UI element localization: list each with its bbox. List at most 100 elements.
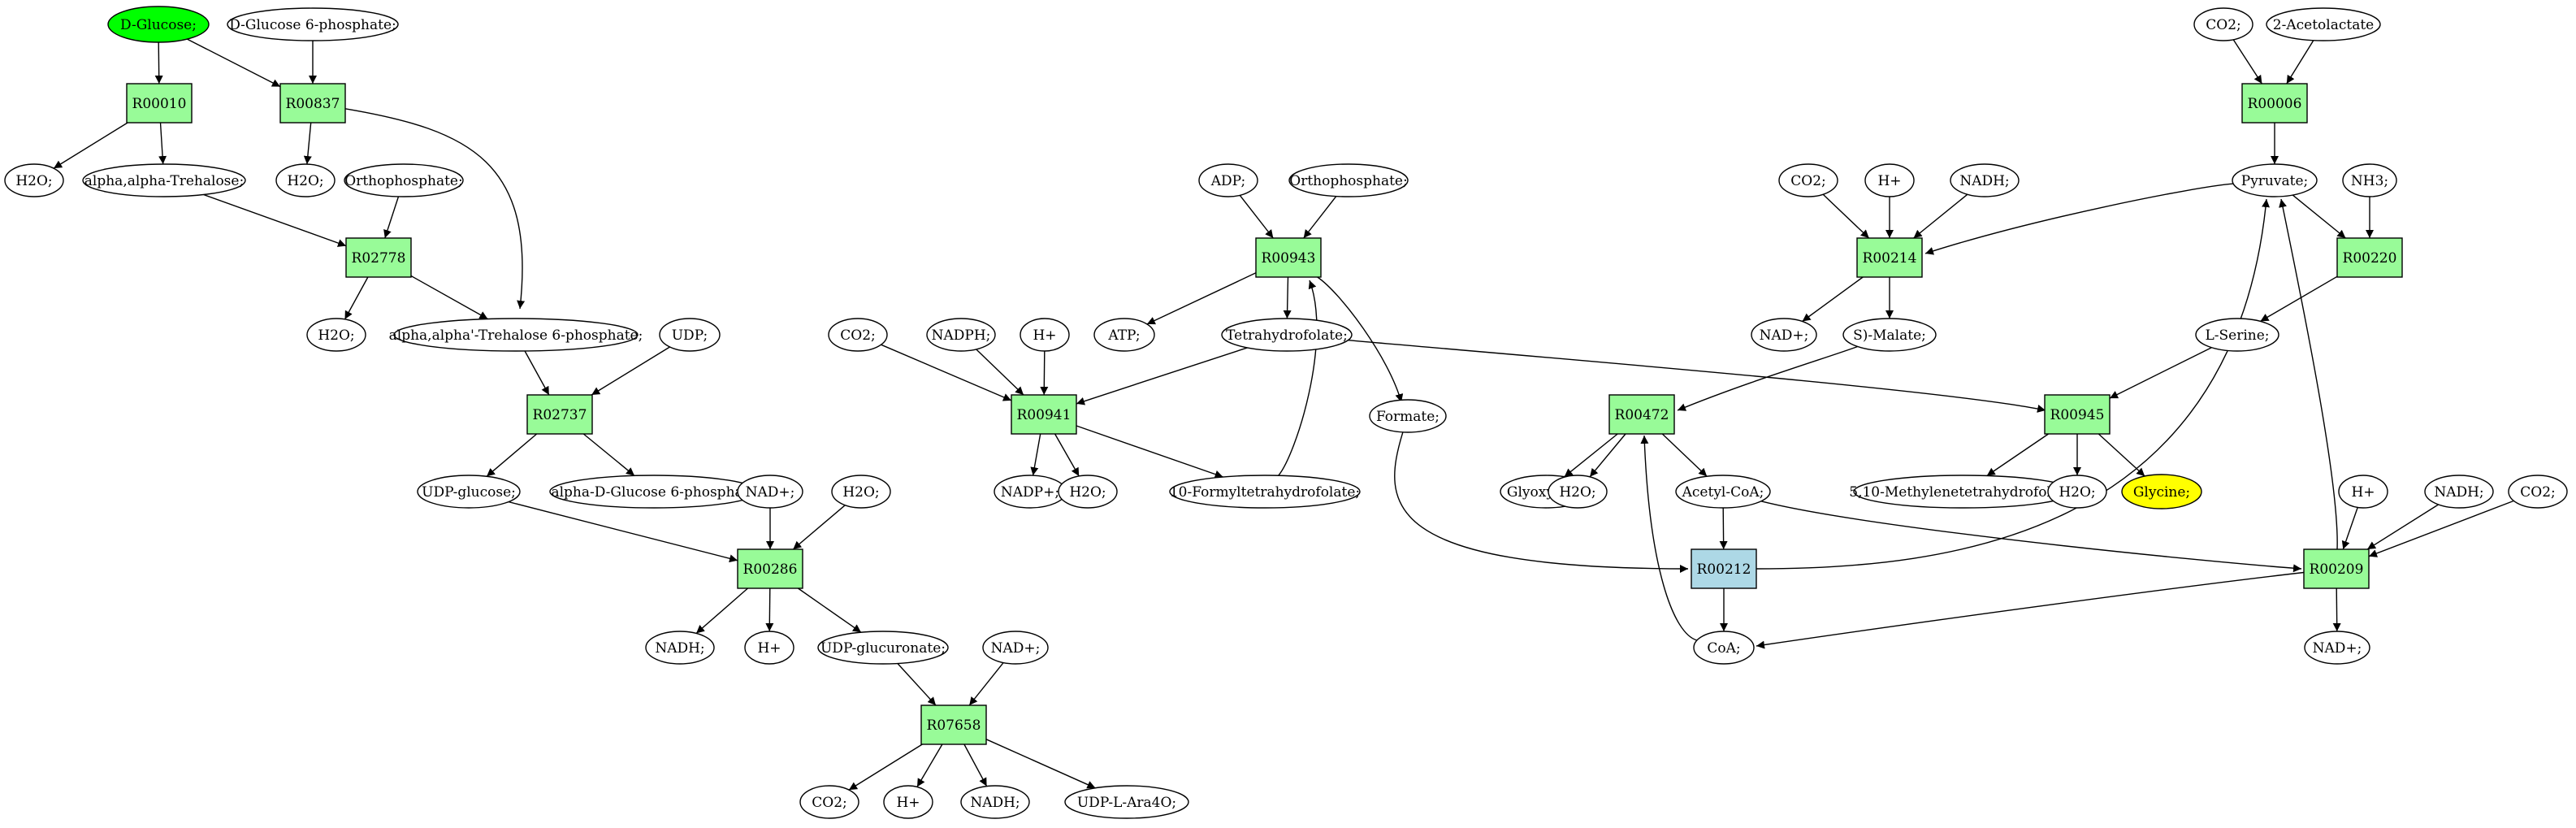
- edge-arrow: [797, 587, 862, 633]
- reaction-box: [1011, 394, 1077, 435]
- edge-arrow: [1283, 276, 1292, 319]
- edge-arrow: [2232, 39, 2262, 85]
- compound-node: Pyruvate;: [2232, 163, 2318, 197]
- edge-arrow: [582, 433, 635, 476]
- edge-arrow: [695, 587, 748, 634]
- edge-arrow: [410, 275, 488, 320]
- compound-node: H2O;: [1548, 475, 1608, 509]
- compound-node: alpha,alpha-Trehalose;: [82, 163, 246, 197]
- compound-node: Acetyl-CoA;: [1675, 475, 1771, 509]
- compound-ellipse: [2121, 474, 2202, 509]
- compound-label: CO2;: [812, 795, 847, 811]
- reaction-label: R00220: [2343, 250, 2397, 267]
- reaction-box: [2044, 394, 2111, 435]
- edge-arrow: [2286, 40, 2314, 85]
- compound-ellipse: [1693, 631, 1755, 665]
- compound-node: 5,10-Methylenetetrahydrofolate;: [1849, 475, 2078, 509]
- compound-node: Tetrahydrofolate;: [1221, 318, 1353, 352]
- edge-arrow: [1076, 425, 1223, 479]
- compound-ellipse: [2193, 7, 2253, 41]
- compound-ellipse: [1020, 318, 1070, 352]
- edge-arrow: [1348, 340, 2046, 413]
- compound-node: Orthophosphate;: [344, 163, 464, 197]
- edge-arrow: [1760, 501, 2302, 573]
- compound-node: NADH;: [645, 631, 715, 665]
- compound-node: H2O;: [2047, 475, 2107, 509]
- edge-arrow: [1303, 196, 1337, 239]
- compound-label: Orthophosphate;: [1289, 173, 1407, 189]
- edge-arrow: [1317, 276, 1404, 403]
- compound-node: H2O;: [831, 475, 891, 509]
- edge-arrow: [881, 344, 1012, 401]
- edge-layer: [53, 38, 2514, 791]
- compound-node: H2O;: [275, 163, 336, 197]
- compound-node: ATP;: [1093, 318, 1155, 352]
- compound-label: Formate;: [1376, 409, 1440, 425]
- edge-arrow: [344, 108, 526, 310]
- compound-node: NADP+;: [994, 475, 1067, 509]
- compound-ellipse: [275, 163, 336, 197]
- reaction-box: [737, 548, 803, 589]
- reaction-label: R00006: [2248, 96, 2302, 112]
- edge-arrow: [1278, 280, 1318, 476]
- compound-label: 10-Formyltetrahydrofolate;: [1170, 484, 1360, 501]
- compound-node: NADH;: [1950, 163, 2020, 197]
- reaction-node: R00941: [1011, 394, 1077, 435]
- node-layer: D-Glucose;D-Glucose 6-phosphate;H2O;alph…: [4, 6, 2568, 819]
- compound-node: CO2;: [828, 318, 888, 352]
- reaction-box: [1691, 548, 1757, 589]
- compound-ellipse: [393, 318, 639, 352]
- compound-label: alpha,alpha'-Trehalose 6-phosphate;: [389, 327, 643, 344]
- compound-label: ADP;: [1210, 173, 1245, 189]
- compound-ellipse: [1064, 785, 1189, 819]
- compound-ellipse: [1058, 475, 1118, 509]
- compound-node: UDP;: [659, 318, 721, 352]
- reaction-node: R00472: [1608, 394, 1675, 435]
- compound-label: CO2;: [2520, 484, 2556, 501]
- compound-label: Acetyl-CoA;: [1682, 484, 1764, 501]
- compound-node: NADH;: [2424, 475, 2494, 509]
- edge-arrow: [985, 739, 1096, 789]
- edge-arrow: [203, 193, 347, 247]
- edge-arrow: [53, 122, 128, 169]
- edge-arrow: [1040, 350, 1049, 396]
- reaction-label: R00837: [286, 96, 340, 112]
- edge-arrow: [1239, 194, 1274, 239]
- edge-arrow: [2260, 275, 2338, 323]
- compound-node: Glycine;: [2121, 474, 2202, 509]
- compound-label: NAD+;: [991, 640, 1041, 657]
- edge-arrow: [1589, 433, 1626, 478]
- reaction-label: R00209: [2310, 561, 2364, 578]
- edge-arrow: [1986, 433, 2049, 477]
- compound-ellipse: [1864, 163, 1915, 197]
- compound-node: 2-Acetolactate: [2266, 7, 2381, 41]
- compound-ellipse: [982, 631, 1049, 665]
- compound-node: NAD+;: [737, 475, 803, 509]
- compound-ellipse: [2304, 631, 2370, 665]
- compound-node: NAD+;: [2304, 631, 2370, 665]
- reaction-box: [526, 394, 593, 435]
- compound-node: CoA;: [1693, 631, 1755, 665]
- compound-label: H2O;: [15, 173, 52, 189]
- compound-node: H+: [883, 785, 933, 819]
- compound-node: H+: [2338, 475, 2388, 509]
- compound-ellipse: [107, 6, 210, 43]
- edge-arrow: [2368, 500, 2514, 557]
- edge-arrow: [1913, 193, 1968, 239]
- compound-ellipse: [1093, 318, 1155, 352]
- compound-label: NADH;: [1959, 173, 2009, 189]
- compound-ellipse: [1751, 318, 1817, 352]
- compound-ellipse: [883, 785, 933, 819]
- compound-ellipse: [2047, 475, 2107, 509]
- reaction-box: [345, 237, 412, 278]
- reaction-label: R02737: [533, 407, 587, 423]
- compound-ellipse: [2232, 163, 2318, 197]
- edge-arrow: [765, 587, 774, 632]
- reaction-box: [2241, 83, 2308, 124]
- compound-ellipse: [344, 163, 464, 197]
- compound-label: CoA;: [1707, 640, 1740, 657]
- reaction-label: R00945: [2050, 407, 2105, 423]
- compound-ellipse: [817, 631, 949, 665]
- reaction-box: [1608, 394, 1675, 435]
